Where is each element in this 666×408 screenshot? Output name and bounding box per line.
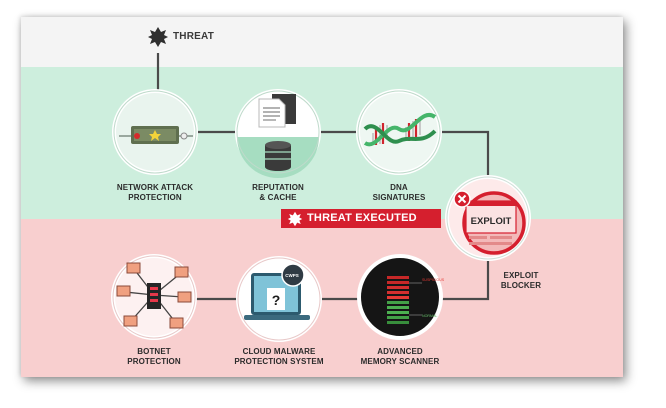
top-band: [21, 17, 623, 67]
label-dna: DNA SIGNATURES: [349, 183, 449, 202]
exploit-box-label: EXPLOIT: [471, 216, 512, 227]
label-memory-line2: MEMORY SCANNER: [360, 356, 440, 366]
label-network: NETWORK ATTACK PROTECTION: [100, 183, 210, 202]
stage-dna: [356, 89, 442, 175]
cloud-laptop-icon: ?: [244, 263, 310, 320]
security-layers-diagram: ? CWPS SUSPICIOUS: [21, 17, 623, 377]
label-cloud-line2: PROTECTION SYSTEM: [234, 356, 324, 366]
dna-helix-icon: [363, 113, 437, 147]
stage-network: [112, 89, 198, 175]
label-botnet-line2: PROTECTION: [127, 356, 181, 366]
network-nodes-icon: [116, 262, 192, 329]
document-icon: [258, 94, 296, 128]
cloud-badge-label: CWPS: [285, 273, 299, 278]
diagram-canvas: ? CWPS SUSPICIOUS: [21, 17, 623, 377]
stage-memory: [357, 254, 443, 340]
firewall-cable-icon: [119, 126, 193, 144]
label-reputation: REPUTATION & CACHE: [228, 183, 328, 202]
memory-bars-icon: [387, 276, 422, 324]
label-exploit: EXPLOIT BLOCKER: [476, 271, 566, 290]
threat-executed-banner: THREAT EXECUTED: [281, 209, 441, 228]
label-cloud: CLOUD MALWARE PROTECTION SYSTEM: [219, 347, 339, 366]
scanner-normal-label: NORMAL: [422, 314, 437, 318]
label-memory-line1: ADVANCED: [377, 347, 423, 356]
burst-icon: [148, 27, 168, 47]
label-dna-line1: DNA: [390, 183, 408, 192]
stage-botnet: [111, 254, 197, 340]
burst-icon: [287, 211, 303, 226]
label-exploit-line2: BLOCKER: [500, 280, 542, 290]
label-network-line2: PROTECTION: [128, 192, 182, 202]
close-icon: [453, 190, 471, 208]
stage-cloud: ?: [236, 256, 322, 342]
label-cloud-line1: CLOUD MALWARE: [242, 347, 316, 356]
connector-lines: [156, 53, 490, 301]
database-icon: [265, 141, 291, 171]
label-reputation-line1: REPUTATION: [252, 183, 304, 192]
label-botnet-line1: BOTNET: [137, 347, 171, 356]
scanner-suspicious-label: SUSPICIOUS: [422, 278, 445, 282]
stage-reputation: [235, 89, 321, 178]
exploit-window-icon: [462, 191, 526, 255]
label-dna-line2: SIGNATURES: [372, 192, 426, 202]
threat-label: THREAT: [173, 31, 215, 42]
threat-executed-label: THREAT EXECUTED: [307, 212, 417, 224]
svg-text:?: ?: [272, 292, 281, 308]
label-memory: ADVANCED MEMORY SCANNER: [340, 347, 460, 366]
label-botnet: BOTNET PROTECTION: [104, 347, 204, 366]
stage-exploit: [445, 175, 531, 261]
label-reputation-line2: & CACHE: [259, 192, 297, 202]
label-exploit-line1: EXPLOIT: [503, 271, 539, 280]
label-network-line1: NETWORK ATTACK: [116, 183, 194, 192]
